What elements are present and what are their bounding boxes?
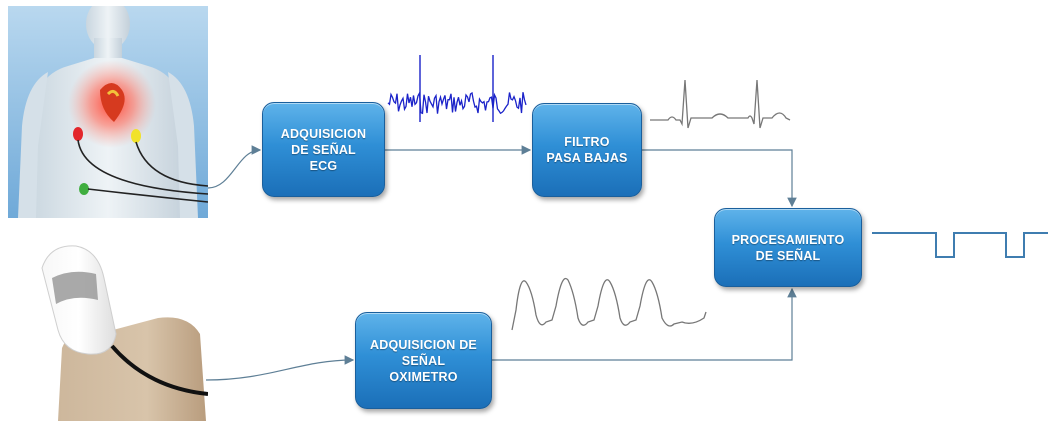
- filtered-ecg-waveform: [650, 79, 791, 129]
- signal-processing-label-line1: PROCESAMIENTO: [731, 232, 845, 247]
- oximeter-acquisition-label-line2: SEÑAL: [401, 353, 446, 368]
- oximeter-finger-photo: [41, 245, 208, 421]
- lowpass-filter-label-line1: FILTRO: [564, 135, 610, 149]
- oximeter-acquisition-block: ADQUISICION DE SEÑAL OXIMETRO: [355, 312, 492, 409]
- ecg-acquisition-block: ADQUISICION DE SEÑAL ECG: [262, 102, 385, 197]
- filter-to-processing-arrow: [642, 149, 797, 208]
- ecg-acquisition-label-line3: ECG: [309, 158, 338, 173]
- ecg-input-arrow: [207, 145, 262, 189]
- oximeter-acquisition-label-line3: OXIMETRO: [389, 369, 458, 384]
- ecg-acquisition-label-line2: DE SEÑAL: [291, 142, 356, 157]
- lowpass-filter-block: FILTRO PASA BAJAS: [532, 103, 642, 197]
- lowpass-filter-label-line2: PASA BAJAS: [546, 151, 628, 165]
- signal-processing-block: PROCESAMIENTO DE SEÑAL: [714, 208, 862, 287]
- signal-processing-label-line2: DE SEÑAL: [755, 248, 821, 263]
- ecg-body-photo: [8, 6, 208, 218]
- oximeter-to-processing-arrow: [492, 287, 797, 361]
- ecg-acquisition-label-line1: ADQUISICION: [280, 126, 367, 141]
- oximeter-acquisition-label-line1: ADQUISICION DE: [370, 337, 477, 352]
- square-wave-output: [872, 232, 1048, 258]
- raw-ecg-waveform: [387, 90, 527, 115]
- ppg-waveform: [511, 277, 707, 331]
- oximeter-input-arrow: [205, 355, 355, 381]
